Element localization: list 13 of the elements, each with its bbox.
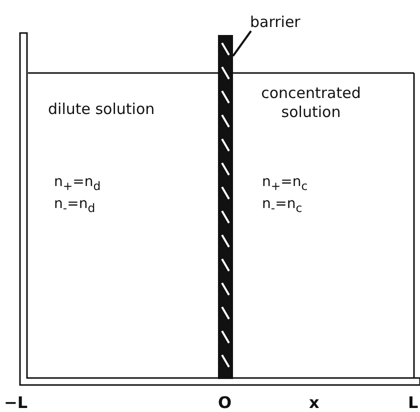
region-label: dilute solution — [48, 101, 155, 118]
concentration-formula: n$_{+}$=n$_{d}$ — [54, 175, 101, 193]
axis-label: L — [408, 394, 418, 412]
leader-line — [232, 30, 252, 57]
barrier-label: barrier — [250, 12, 316, 32]
axis-label: −L — [4, 394, 28, 412]
concentration-formula: n$_{+}$=n$_{c}$ — [262, 175, 308, 193]
concentration-formula: n$_{-}$=n$_{c}$ — [262, 197, 302, 215]
concentration-formula: n$_{-}$=n$_{d}$ — [54, 197, 96, 215]
barrier-bar — [218, 35, 233, 379]
axis-label: O — [218, 394, 232, 412]
region-label: concentrated solution — [260, 84, 362, 122]
axis-label: x — [309, 394, 320, 412]
